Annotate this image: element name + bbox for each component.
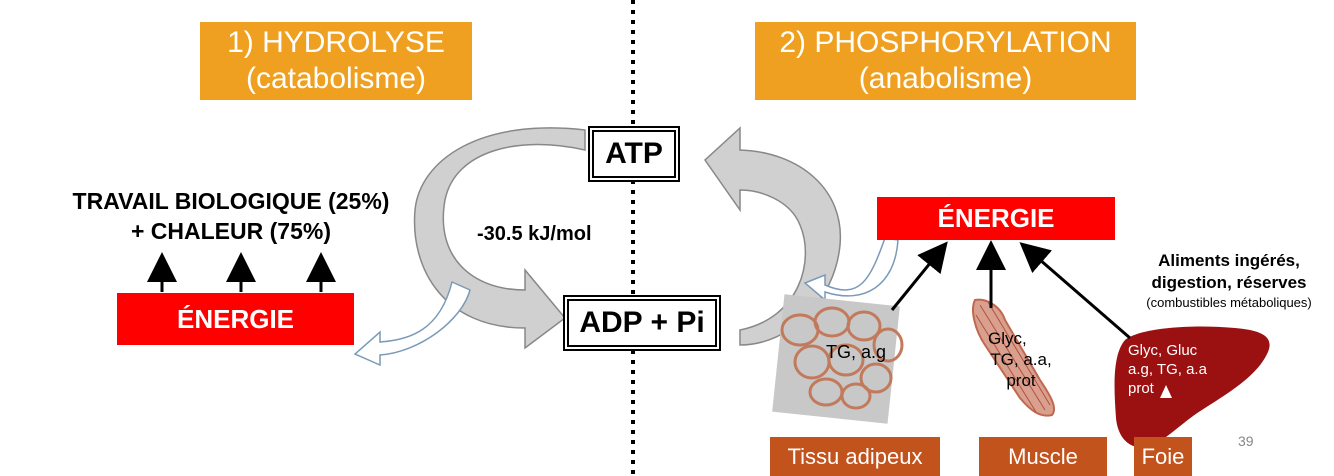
fuel-sources-line1: Aliments ingérés, (1158, 251, 1300, 270)
hydrolysis-title-box: 1) HYDROLYSE (catabolisme) (200, 22, 472, 100)
fuel-sources-text: Aliments ingérés, digestion, réserves (c… (1124, 250, 1334, 312)
left-energy-box: ÉNERGIE (117, 293, 354, 345)
right-energy-arrows (890, 240, 1131, 340)
muscle-content-line3: prot (1006, 371, 1036, 390)
fuel-sources-line2: digestion, réserves (1151, 273, 1307, 292)
liver-content-line1: Glyc, Gluc (1128, 342, 1198, 359)
adipose-content-label: TG, a.g (826, 342, 887, 362)
muscle-content-line1: Glyc, (988, 329, 1027, 348)
muscle-image (972, 298, 1056, 417)
liver-content-label: Glyc, Gluc a.g, TG, a.a prot (1128, 341, 1207, 398)
muscle-content-label: Glyc, TG, a.a, prot (966, 328, 1076, 391)
tissue-label-muscle: Muscle (979, 437, 1107, 476)
liver-content-line2: a.g, TG, a.a (1128, 361, 1207, 378)
phosphorylation-subtitle: (anabolisme) (858, 62, 1033, 95)
liver-content-line3: prot (1128, 380, 1154, 397)
phosphorylation-title: 2) PHOSPHORYLATION (779, 26, 1112, 59)
right-energy-box: ÉNERGIE (877, 197, 1115, 240)
hydrolysis-curved-arrow (353, 127, 586, 367)
page-number: 39 (1238, 433, 1254, 449)
liver-image (1114, 326, 1270, 448)
biological-work-line1: TRAVAIL BIOLOGIQUE (25%) (72, 188, 390, 214)
biological-work-line2: + CHALEUR (75%) (130, 218, 331, 244)
adp-box: ADP + Pi (567, 299, 717, 347)
biological-work-text: TRAVAIL BIOLOGIQUE (25%) + CHALEUR (75%) (40, 186, 422, 246)
atp-box: ATP (592, 130, 676, 178)
fuel-sources-line3: (combustibles métaboliques) (1146, 295, 1312, 310)
free-energy-label: -30.5 kJ/mol (477, 223, 592, 245)
left-up-arrows (147, 252, 336, 292)
tissue-label-liver: Foie (1134, 437, 1192, 476)
muscle-content-line2: TG, a.a, (990, 350, 1052, 369)
hydrolysis-subtitle: (catabolisme) (245, 62, 427, 95)
phosphorylation-title-box: 2) PHOSPHORYLATION (anabolisme) (755, 22, 1136, 100)
hydrolysis-title: 1) HYDROLYSE (227, 26, 445, 59)
adipose-tissue-image (772, 294, 904, 424)
tissue-label-adipose: Tissu adipeux (770, 437, 940, 476)
